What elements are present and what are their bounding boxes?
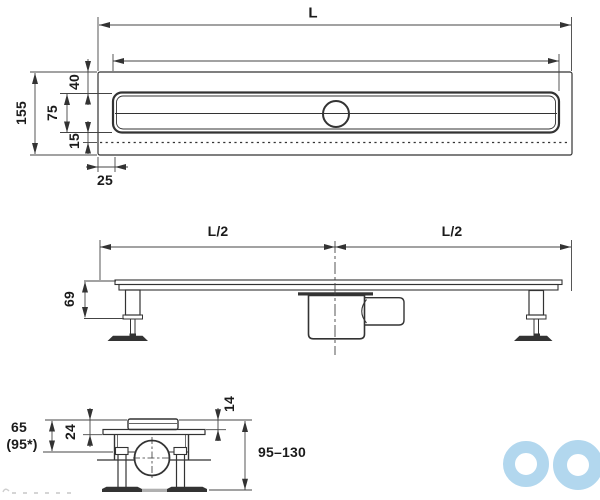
dim-label-edge-to-grate: 40 <box>66 74 82 90</box>
drain-opening-circle <box>322 100 350 128</box>
dim-label-outlet-depth-alt: (95*) <box>6 436 38 452</box>
dim-label-end-offset: 25 <box>97 172 113 188</box>
siphon-assembly <box>298 292 405 340</box>
drain-grate-inner-line <box>116 95 556 130</box>
side-view-drawing <box>107 279 563 341</box>
end-view-leg-right <box>167 446 207 492</box>
dim-label-leg-height-range: 95–130 <box>258 444 306 460</box>
top-view-drawing <box>97 71 573 156</box>
adjustable-foot-right <box>514 333 553 341</box>
side-view-dimension-lines <box>84 240 572 355</box>
drain-grate <box>111 91 561 134</box>
outlet-pipe <box>364 297 405 326</box>
dim-label-length: L <box>308 4 318 22</box>
outlet-socket-arc <box>361 299 367 324</box>
store-logo <box>503 439 600 491</box>
siphon-box <box>307 294 366 340</box>
end-view-arrowheads <box>49 409 248 490</box>
dim-label-grate-width: 75 <box>44 105 60 121</box>
top-view-arrowheads <box>32 22 571 170</box>
top-view-dimension-lines <box>30 17 572 172</box>
dim-label-body-height: 24 <box>62 424 78 440</box>
adjustable-foot-left <box>107 333 148 341</box>
dim-label-grate-lip: 14 <box>221 396 237 412</box>
faint-watermark-marks <box>2 488 78 494</box>
logo-right-loop <box>553 440 600 490</box>
dim-label-grate-to-axis: 15 <box>66 133 82 149</box>
end-view-dimension-lines <box>43 408 252 491</box>
dim-label-half-length-left: L/2 <box>207 223 229 239</box>
dim-label-outlet-depth: 65 <box>11 419 27 435</box>
dim-label-side-height: 69 <box>61 291 77 307</box>
adjustable-leg-right <box>514 289 553 341</box>
end-view-foot-right <box>167 486 207 492</box>
flange-plate <box>102 428 206 436</box>
base-strip <box>142 488 167 492</box>
side-view-arrowheads <box>82 244 571 318</box>
adjustable-leg-left <box>107 289 148 341</box>
end-view-leg-left <box>102 446 142 492</box>
end-view-foot-left <box>102 486 142 492</box>
end-view-drawing <box>97 418 211 492</box>
channel-top-flange <box>114 279 563 286</box>
grate-cap <box>127 418 179 431</box>
logo-left-loop <box>503 441 549 487</box>
dim-label-total-width: 155 <box>13 101 29 125</box>
dim-label-half-length-right: L/2 <box>441 223 463 239</box>
channel-body-outline <box>97 71 573 156</box>
channel-body-bar <box>118 283 559 291</box>
